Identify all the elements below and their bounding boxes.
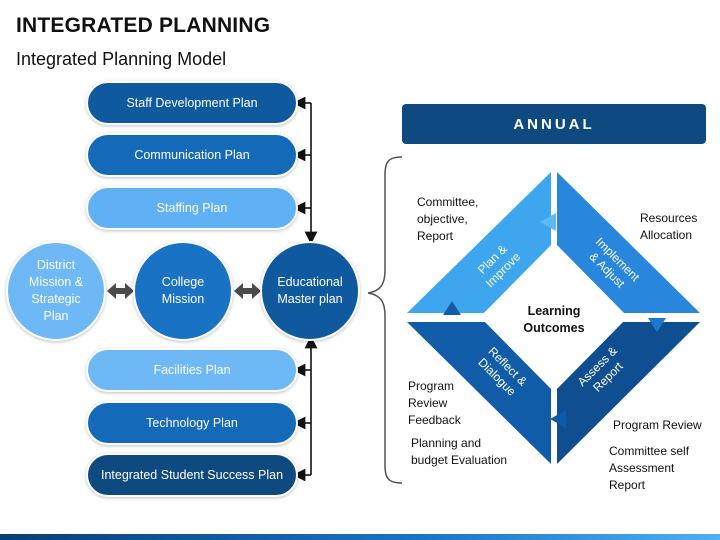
committee-note: Committee, objective, Report [417, 195, 479, 243]
flow-arrow-right [648, 318, 666, 332]
college-mission-circle: College Mission [133, 241, 233, 341]
district-mission-label: District Mission & Strategic Plan [28, 258, 84, 323]
integrated-student-success-plan-label: Integrated Student Success Plan [100, 468, 284, 482]
planning-budget-note: Planning and budget Evaluation [411, 436, 508, 467]
college-educational-arrow [234, 283, 261, 299]
assess-report-segment [557, 322, 700, 464]
staffing-plan-label: Staffing Plan [156, 201, 228, 215]
learning-outcomes-label: Learning Outcomes [523, 304, 585, 335]
staff-development-plan: Staff Development Plan [86, 81, 298, 125]
technology-plan-label: Technology Plan [146, 416, 238, 430]
resources-note: Resources Allocation [640, 211, 698, 242]
plan-improve-segment [407, 172, 551, 313]
staff-development-plan-label: Staff Development Plan [126, 96, 258, 110]
communication-plan-label: Communication Plan [134, 148, 250, 162]
communication-plan: Communication Plan [86, 133, 298, 177]
footer-bar [0, 534, 720, 540]
facilities-plan-label: Facilities Plan [153, 363, 231, 377]
educational-master-plan-circle: Educational Master plan [260, 241, 360, 341]
college-mission-label: College Mission [161, 275, 205, 306]
learning-outcomes-diamond [480, 242, 628, 392]
program-review-note: Program Review [613, 418, 702, 432]
program-review-feedback-note: Program Review Feedback [408, 379, 461, 427]
plan-connectors [292, 96, 318, 482]
integrated-student-success-plan: Integrated Student Success Plan [86, 453, 298, 497]
curly-brace [367, 156, 403, 484]
implement-adjust-segment [557, 172, 700, 313]
cycle-diagram [407, 172, 700, 464]
flow-arrow-left [443, 301, 461, 315]
flow-arrow-bottom [550, 410, 566, 428]
staffing-plan: Staffing Plan [86, 186, 298, 230]
flow-arrow-top [540, 213, 556, 231]
annual-banner: ANNUAL [402, 104, 706, 144]
technology-plan: Technology Plan [86, 401, 298, 445]
district-mission-circle: District Mission & Strategic Plan [6, 241, 106, 341]
reflect-dialogue-segment [407, 322, 551, 464]
annual-label: ANNUAL [513, 115, 595, 133]
district-college-arrow [107, 283, 134, 299]
committee-self-note: Committee self Assessment Report [609, 444, 690, 492]
page-title: INTEGRATED PLANNING [16, 14, 271, 37]
circle-link-arrows [107, 283, 261, 299]
educational-master-plan-label: Educational Master plan [277, 275, 343, 306]
page-subtitle: Integrated Planning Model [16, 49, 227, 69]
facilities-plan: Facilities Plan [86, 348, 298, 392]
